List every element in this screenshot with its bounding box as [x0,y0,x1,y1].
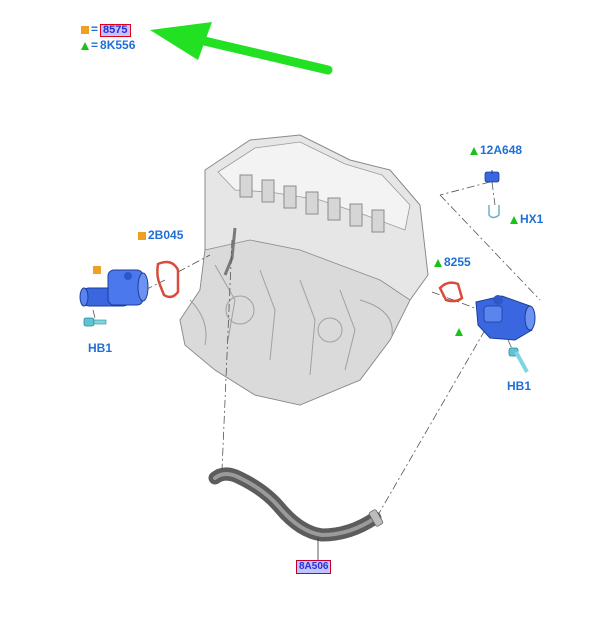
callout-gasket-right: 8255 [434,255,471,269]
legend-square-row: =8575 [81,22,131,37]
orange-square-icon [138,231,146,240]
thermostat-housing-right [475,295,536,341]
callout-hose: 8A506 [296,560,332,574]
sensor-connector [488,205,500,219]
legend-triangle-row: =8K556 [81,38,135,52]
orange-square-marker [93,261,103,279]
engine-block [179,134,429,406]
orange-square-icon [81,25,89,34]
callout-bolt-right: HB1 [507,379,532,393]
callout-sensor-top-text: 12A648 [480,143,523,157]
callout-connector-text: HX1 [520,212,544,226]
green-triangle-icon [434,258,442,267]
callout-gasket-right-text: 8255 [444,255,471,269]
thermostat-housing-left [79,269,149,307]
green-triangle-icon [81,41,89,50]
green-triangle-marker [455,323,465,341]
callout-sensor-top: 12A648 [470,143,522,157]
bolt-left [83,317,107,327]
orange-square-icon [93,265,101,274]
coolant-hose [208,467,384,560]
green-triangle-icon [470,146,478,155]
green-triangle-icon [510,215,518,224]
callout-bolt-left: HB1 [88,341,113,355]
pointer-arrow [150,22,333,75]
bolt-right [508,347,529,373]
callout-gasket-left-text: 2B045 [148,228,184,242]
legend-equals: = [91,38,99,52]
legend-square-ref: 8575 [100,24,131,37]
temperature-sensor [484,170,500,183]
gasket-left [156,260,180,299]
callout-connector: HX1 [510,212,543,226]
callout-gasket-left: 2B045 [138,228,183,242]
legend-triangle-ref: 8K556 [100,38,136,52]
legend-equals: = [91,22,99,36]
gasket-right [438,281,464,303]
green-triangle-icon [455,327,463,336]
